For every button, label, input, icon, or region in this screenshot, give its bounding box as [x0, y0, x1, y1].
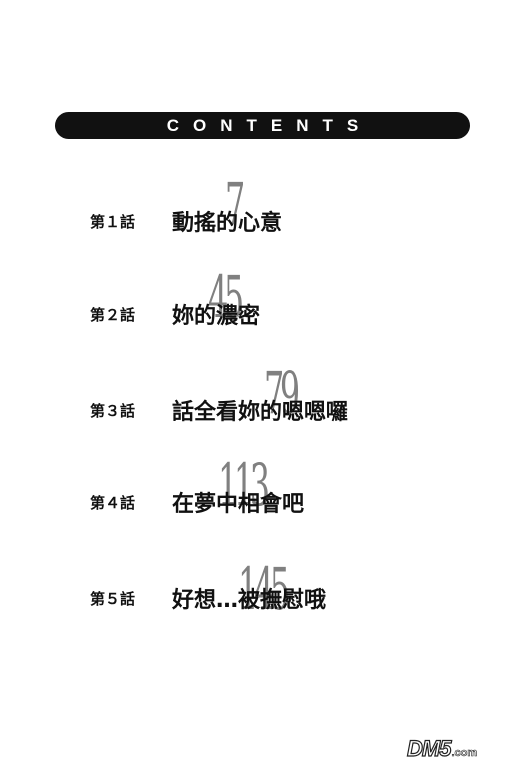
chapter-label: 第１話 — [90, 213, 136, 231]
chapter-label: 第２話 — [90, 306, 136, 324]
watermark-main-text: DM5 — [406, 735, 452, 761]
chapter-title: 在夢中相會吧 — [172, 492, 305, 517]
watermark-domain-text: .com — [451, 747, 478, 760]
page-number: 7 — [225, 170, 245, 238]
chapter-title: 好想…被撫慰哦 — [172, 588, 327, 613]
chapter-title: 話全看妳的嗯嗯囉 — [172, 400, 349, 425]
contents-banner: CONTENTS — [55, 112, 470, 139]
dm5-watermark-logo: DM5 .com — [406, 735, 478, 761]
chapter-title: 動搖的心意 — [172, 211, 283, 236]
page-number: 45 — [208, 263, 244, 331]
toc-entry-4[interactable]: 113 第４話 在夢中相會吧 — [0, 456, 512, 546]
toc-entry-5[interactable]: 145 第５話 好想…被撫慰哦 — [0, 552, 512, 642]
page-number: 79 — [264, 359, 300, 427]
chapter-label: 第４話 — [90, 494, 136, 512]
contents-title: CONTENTS — [166, 115, 373, 135]
page-number: 113 — [218, 451, 270, 519]
chapter-title: 妳的濃密 — [172, 304, 261, 329]
toc-entry-1[interactable]: 7 第１話 動搖的心意 — [0, 175, 512, 265]
chapter-label: 第５話 — [90, 590, 136, 608]
toc-entry-2[interactable]: 45 第２話 妳的濃密 — [0, 268, 512, 358]
chapter-label: 第３話 — [90, 402, 136, 420]
page-number: 145 — [238, 555, 290, 623]
toc-entry-3[interactable]: 79 第３話 話全看妳的嗯嗯囉 — [0, 364, 512, 454]
